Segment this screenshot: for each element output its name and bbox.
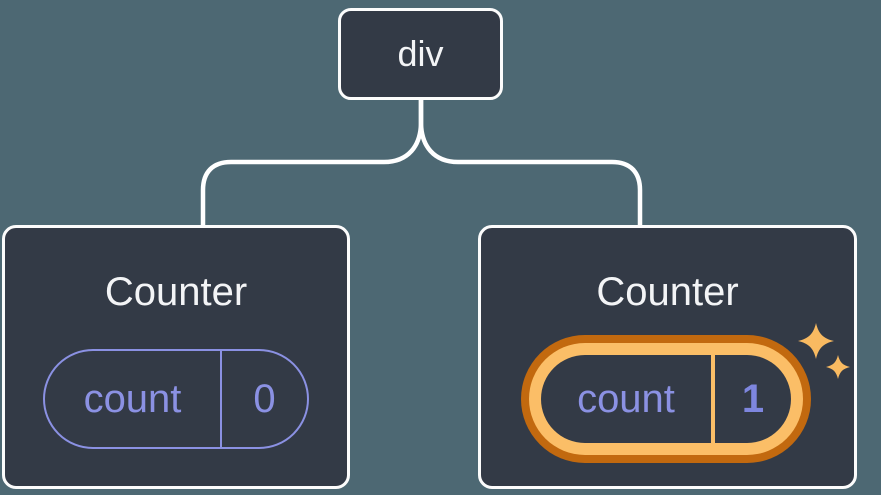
component-title: Counter: [596, 270, 739, 314]
connector-right-branch: [418, 100, 643, 227]
state-value: 0: [253, 376, 276, 421]
sparkle-icon-large: [798, 323, 834, 359]
component-title: Counter: [104, 270, 248, 314]
state-pill-inner: count 1: [541, 355, 791, 443]
connector-left-branch: [200, 100, 424, 227]
state-key-label: count: [45, 351, 222, 447]
state-pill-highlighted: count 1: [521, 335, 811, 463]
counter-card-right: Counter count 1: [478, 225, 857, 489]
sparkle-icon-small: [826, 355, 850, 379]
state-pill-highlight-ring: count 1: [529, 343, 803, 455]
counter-card-left: Counter count 0: [2, 225, 350, 489]
state-pill: count 0: [43, 349, 309, 449]
state-value: 1: [741, 376, 765, 421]
root-node-label: div: [397, 33, 444, 74]
state-key-label: count: [541, 355, 715, 443]
root-node-div: div: [338, 8, 503, 100]
